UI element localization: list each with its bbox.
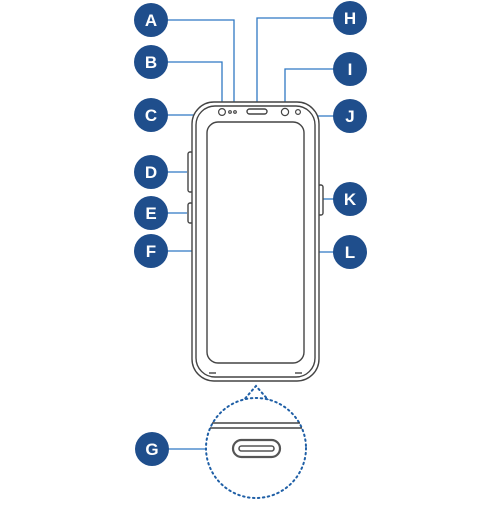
usb-port-zoom: [205, 384, 307, 499]
callout-d: D: [134, 155, 168, 189]
callout-e: E: [134, 196, 168, 230]
callout-f: F: [134, 234, 168, 268]
leader-line-a: [167, 19, 235, 104]
callout-b-label: B: [145, 53, 157, 72]
callout-j: J: [333, 99, 367, 133]
touch-screen: [206, 121, 305, 364]
callouts: A B C D E F G H I J K L: [134, 1, 367, 466]
proximity-light-sensor: [218, 107, 227, 116]
led-indicator-dot-1: [228, 110, 232, 114]
callout-e-label: E: [145, 204, 156, 223]
iris-sensor: [295, 108, 302, 115]
callout-a-label: A: [145, 11, 157, 30]
callout-g-label: G: [145, 440, 158, 459]
callout-i-label: I: [348, 60, 353, 79]
callout-k: K: [333, 182, 367, 216]
callout-b: B: [134, 45, 168, 79]
callout-a: A: [134, 3, 168, 37]
leader-line-h: [256, 17, 334, 104]
callout-c-label: C: [145, 106, 157, 125]
led-indicator-dot-2: [233, 110, 237, 114]
callout-i: I: [333, 52, 367, 86]
earpiece-speaker: [246, 108, 268, 115]
callout-c: C: [134, 98, 168, 132]
callout-j-label: J: [345, 107, 354, 126]
callout-h: H: [333, 1, 367, 35]
callout-k-label: K: [344, 190, 357, 209]
leader-line-b: [167, 61, 223, 104]
callout-d-label: D: [145, 163, 157, 182]
usb-c-port-inner: [238, 445, 275, 452]
phone-device: [187, 101, 324, 382]
leader-line-i: [284, 68, 334, 104]
zoom-connector: [241, 384, 271, 403]
callout-h-label: H: [344, 9, 356, 28]
callout-l-label: L: [345, 243, 355, 262]
front-camera: [280, 107, 290, 117]
callout-f-label: F: [146, 242, 156, 261]
callout-l: L: [333, 235, 367, 269]
callout-g: G: [135, 432, 169, 466]
